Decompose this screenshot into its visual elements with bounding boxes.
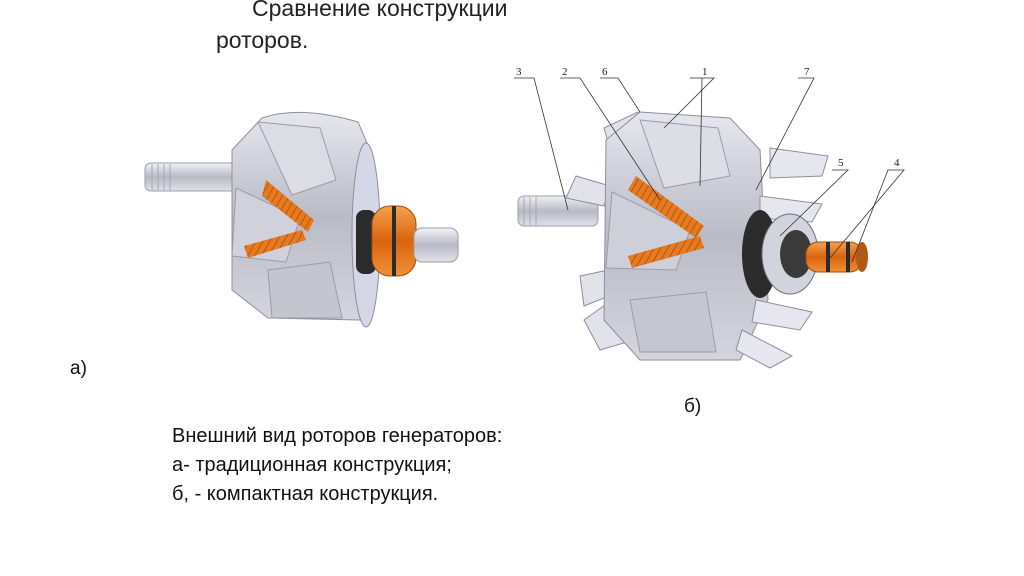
title-line-1: Сравнение конструкции [252, 0, 508, 21]
callout-2: 2 [562, 66, 568, 78]
callout-leaders [514, 77, 905, 263]
label-a: а) [70, 358, 87, 379]
callout-4: 4 [894, 157, 900, 169]
rotor-a-winding [262, 180, 314, 232]
callout-5: 5 [838, 157, 844, 169]
title-line-2: роторов. [216, 27, 309, 53]
slide-title: Сравнение конструкции роторов. [216, 0, 507, 56]
caption-line-1: Внешний вид роторов генераторов: [172, 425, 503, 447]
rotor-a-shaft-right [413, 227, 459, 263]
caption-line-3: б, - компактная конструкция. [172, 483, 439, 505]
label-b: б) [684, 396, 702, 417]
callout-7: 7 [804, 66, 810, 78]
caption: Внешний вид роторов генераторов: а- трад… [172, 422, 502, 509]
rotor-b-shaft-left [517, 195, 599, 227]
rotor-a-shaft-left [144, 162, 246, 192]
callout-6: 6 [602, 66, 608, 78]
callout-3: 3 [516, 66, 522, 78]
callout-1: 1 [702, 66, 708, 78]
rotor-b [517, 111, 868, 369]
caption-line-2: а- традиционная конструкция; [172, 454, 452, 476]
rotor-b-winding [628, 176, 704, 238]
callout-labels: 3 2 6 1 7 5 4 [516, 66, 900, 169]
rotor-a [144, 111, 459, 328]
